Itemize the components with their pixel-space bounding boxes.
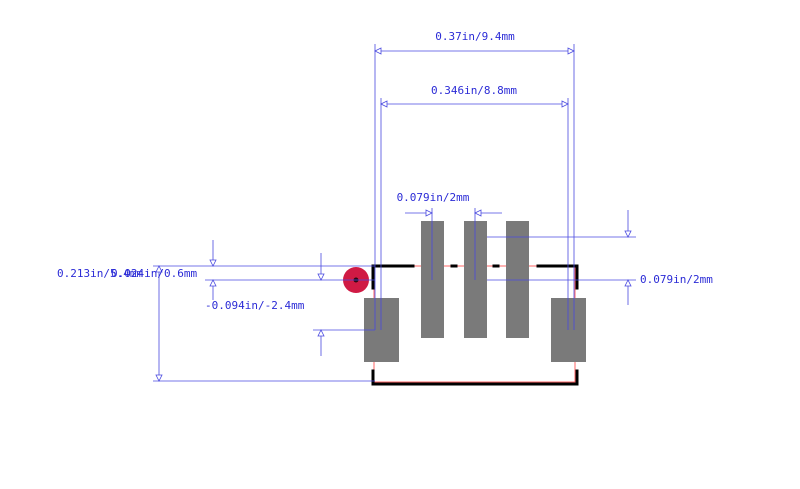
dim-label-total-width: 0.37in/9.4mm (435, 30, 515, 43)
dim-label-inner-width: 0.346in/8.8mm (431, 84, 517, 97)
dim-label-right-offset: 0.079in/2mm (640, 273, 713, 286)
pad-pin-3 (506, 221, 529, 338)
dim-label-left-negative: -0.094in/-2.4mm (205, 299, 305, 312)
dimension-pin-pitch (405, 208, 502, 280)
dim-label-left-total-height: 0.213in/5.4mm (57, 267, 143, 280)
pad-pin-2 (464, 221, 487, 338)
dimension-left-small (205, 240, 375, 300)
dimension-left-total-height (153, 265, 375, 382)
dimension-inner-width (380, 98, 569, 330)
dimension-left-negative (313, 253, 375, 356)
pad-right-tab (551, 298, 586, 362)
dimension-total-width (374, 44, 575, 330)
pad-pin-1 (421, 221, 444, 338)
dim-label-left-small: 0.024in/0.6mm (111, 267, 197, 280)
dim-label-pin-pitch: 0.079in/2mm (397, 191, 470, 204)
dimension-right-offset (487, 210, 636, 305)
